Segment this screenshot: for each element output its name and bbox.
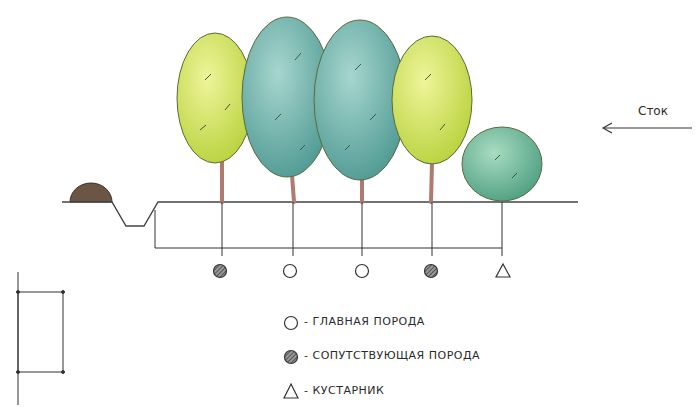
legend-symbol <box>282 381 300 403</box>
crowns <box>177 17 542 201</box>
scale-bar <box>17 272 65 405</box>
trunks <box>222 160 432 202</box>
ground-line <box>62 202 578 226</box>
legend-symbol <box>282 346 300 368</box>
legend-text: - КУСТАРНИК <box>304 384 384 397</box>
runoff-arrow <box>603 123 692 133</box>
legend-symbol <box>282 312 300 334</box>
earth-mound <box>70 183 112 202</box>
planting-symbols <box>214 264 511 278</box>
flow-label: Сток <box>638 104 668 118</box>
spacing-lines <box>155 202 502 256</box>
legend-text: - СОПУТСТВУЮЩАЯ ПОРОДА <box>304 349 480 362</box>
legend-text: - ГЛАВНАЯ ПОРОДА <box>304 315 425 328</box>
leaf-strokes <box>200 53 517 178</box>
